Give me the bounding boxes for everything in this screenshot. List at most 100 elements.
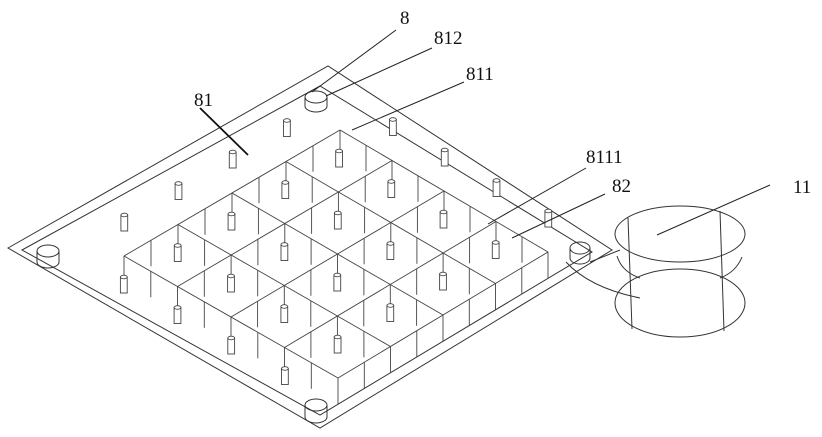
pin-cap bbox=[281, 180, 290, 185]
pin bbox=[227, 335, 236, 355]
leader-11 bbox=[656, 184, 771, 236]
pin-cap bbox=[439, 209, 448, 215]
pin-body bbox=[173, 307, 182, 324]
pin-cap bbox=[387, 179, 396, 184]
pin-body bbox=[491, 242, 500, 259]
pin bbox=[333, 210, 342, 230]
leader-8 bbox=[311, 29, 397, 93]
pin-cap bbox=[227, 211, 236, 217]
pin-body bbox=[387, 181, 396, 198]
part-labels: 8 812 811 81 8111 82 11 bbox=[194, 8, 811, 198]
pin bbox=[227, 273, 235, 293]
leader-812 bbox=[325, 47, 433, 97]
pin-cap bbox=[173, 243, 182, 248]
corner-bolt-left bbox=[36, 244, 60, 269]
label-8111: 8111 bbox=[586, 147, 623, 168]
coil-bottom-ellipse bbox=[614, 268, 746, 338]
grid-frame bbox=[123, 129, 549, 404]
label-11: 11 bbox=[793, 177, 811, 198]
pin-cap bbox=[333, 210, 342, 216]
pin-cap bbox=[492, 178, 501, 183]
pin bbox=[119, 274, 128, 294]
pin-cap bbox=[119, 274, 128, 280]
pin bbox=[335, 148, 343, 168]
pin bbox=[544, 208, 553, 228]
pin bbox=[439, 209, 448, 229]
pin-cap bbox=[389, 117, 397, 122]
coil-top-ellipse bbox=[614, 205, 746, 263]
pin-cap bbox=[120, 212, 129, 218]
pin-body bbox=[173, 245, 182, 262]
pin bbox=[173, 305, 182, 324]
pin-body bbox=[120, 214, 129, 232]
pin-body bbox=[280, 306, 289, 323]
pin-body bbox=[228, 151, 237, 169]
pin-cap bbox=[333, 272, 342, 278]
pin bbox=[173, 243, 182, 262]
pin bbox=[280, 304, 289, 323]
pin bbox=[491, 240, 500, 259]
coil bbox=[614, 205, 746, 338]
pin-body bbox=[386, 305, 395, 322]
pin-body bbox=[335, 150, 343, 168]
pin-body bbox=[333, 212, 342, 230]
label-8: 8 bbox=[400, 8, 410, 29]
leader-81 bbox=[199, 107, 249, 156]
label-811: 811 bbox=[466, 64, 494, 85]
label-81: 81 bbox=[194, 90, 213, 111]
pin-body bbox=[281, 182, 290, 199]
pin bbox=[281, 180, 290, 199]
pin bbox=[439, 271, 447, 291]
pin-cap bbox=[386, 241, 395, 246]
pin-body bbox=[389, 119, 397, 136]
pin-body bbox=[280, 244, 289, 261]
pin bbox=[120, 212, 129, 232]
pin bbox=[333, 334, 342, 354]
pin bbox=[228, 149, 237, 169]
pin bbox=[389, 117, 397, 136]
pin-body bbox=[333, 336, 342, 354]
pin-body bbox=[119, 276, 128, 294]
pin-cap bbox=[280, 304, 289, 309]
base-plate bbox=[6, 65, 613, 429]
pin bbox=[386, 303, 395, 322]
leader-lines bbox=[199, 29, 771, 239]
coil-cable bbox=[565, 261, 641, 299]
pin-cap bbox=[283, 118, 291, 123]
leader-82 bbox=[511, 193, 606, 239]
pin-body bbox=[439, 211, 448, 229]
pin-cap bbox=[280, 242, 289, 247]
pin bbox=[174, 181, 183, 200]
pin bbox=[227, 211, 236, 231]
pin-cap bbox=[228, 149, 237, 155]
pin-body bbox=[439, 273, 447, 291]
cable-link bbox=[589, 249, 621, 263]
pin-cap bbox=[333, 334, 342, 340]
pin-body bbox=[492, 180, 501, 197]
pin-body bbox=[386, 243, 395, 260]
pin-cap bbox=[281, 366, 289, 371]
label-812: 812 bbox=[434, 28, 463, 49]
pin-cap bbox=[173, 305, 182, 310]
corner-bolt-right bbox=[569, 241, 591, 265]
pin bbox=[492, 178, 501, 197]
corner-bolt-bottom bbox=[304, 398, 328, 424]
pin-cap bbox=[227, 273, 235, 279]
pins bbox=[119, 117, 553, 385]
label-82: 82 bbox=[612, 176, 631, 197]
pin-body bbox=[283, 120, 291, 137]
pin-body bbox=[227, 213, 236, 231]
pin-body bbox=[174, 183, 183, 200]
pin-body bbox=[227, 337, 236, 355]
base-plate-outer-edge bbox=[6, 65, 613, 429]
pin-body bbox=[333, 274, 342, 292]
pin bbox=[283, 118, 291, 137]
corner-bolts bbox=[36, 90, 591, 424]
pin bbox=[333, 272, 342, 292]
pin-body bbox=[544, 210, 553, 228]
pin-cap bbox=[174, 181, 183, 186]
pin-cap bbox=[386, 303, 395, 308]
pin bbox=[280, 242, 289, 261]
pin bbox=[386, 241, 395, 260]
